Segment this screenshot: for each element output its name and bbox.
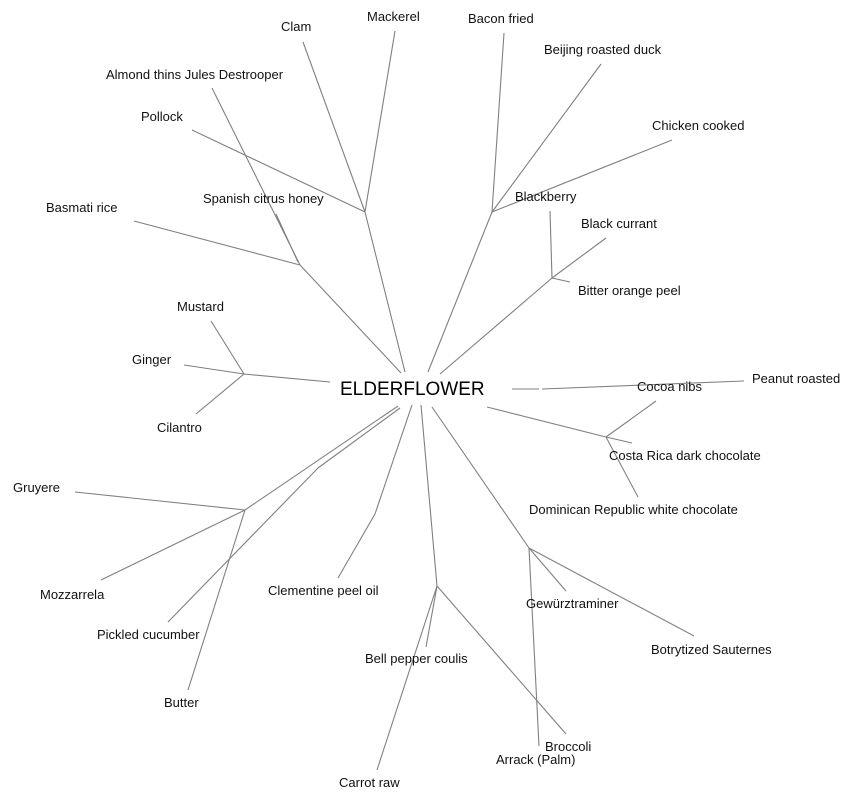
leaf-gewurz[interactable]: Gewürztraminer [526,596,619,611]
leaf-beijing[interactable]: Beijing roasted duck [544,42,662,57]
branch-seafood [191,30,406,373]
branch-vegetables [376,404,567,771]
leaf-costa-rica[interactable]: Costa Rica dark chocolate [609,448,761,463]
leaf-mackerel[interactable]: Mackerel [367,9,420,24]
leaf-bacon[interactable]: Bacon fried [468,11,534,26]
leaf-botrytized[interactable]: Botrytized Sauternes [651,642,772,657]
leaf-clementine[interactable]: Clementine peel oil [268,583,379,598]
leaf-black-currant[interactable]: Black currant [581,216,657,231]
leaf-dominican[interactable]: Dominican Republic white chocolate [529,502,738,517]
leaf-mozzarella[interactable]: Mozzarrela [40,587,105,602]
leaf-broccoli[interactable]: Broccoli [545,739,592,754]
leaf-basmati[interactable]: Basmati rice [46,200,118,215]
leaf-almond[interactable]: Almond thins Jules Destrooper [106,67,284,82]
branch-berries [439,210,607,375]
branch-meats [427,32,673,373]
branch-clementine [337,404,413,579]
leaf-bell-pepper[interactable]: Bell pepper coulis [365,651,468,666]
branch-pickled [167,407,401,623]
leaf-blackberry[interactable]: Blackberry [515,189,577,204]
branch-spices [183,320,331,415]
leaf-gruyere[interactable]: Gruyere [13,480,60,495]
leaf-cilantro[interactable]: Cilantro [157,420,202,435]
branch-chocolate [486,400,657,498]
leaf-pollock[interactable]: Pollock [141,109,183,124]
leaf-clam[interactable]: Clam [281,19,312,34]
leaf-bitter-orange[interactable]: Bitter orange peel [578,283,681,298]
leaf-carrot[interactable]: Carrot raw [339,775,400,790]
leaf-arrack[interactable]: Arrack (Palm) [496,752,576,767]
branch-cheese [74,405,399,691]
leaf-ginger[interactable]: Ginger [132,352,172,367]
branch-basmati [133,87,402,374]
branch-wines [431,406,695,747]
leaf-butter[interactable]: Butter [164,695,199,710]
leaf-peanut[interactable]: Peanut roasted [752,371,841,386]
leaf-spanish-honey[interactable]: Spanish citrus honey [203,191,324,206]
leaf-mustard[interactable]: Mustard [177,299,224,314]
leaf-cocoa[interactable]: Cocoa nibs [637,379,703,394]
branch-peanut [512,380,745,390]
root-node-label[interactable]: ELDERFLOWER [340,379,485,400]
leaf-chicken[interactable]: Chicken cooked [652,118,745,133]
leaf-pickled[interactable]: Pickled cucumber [97,627,200,642]
